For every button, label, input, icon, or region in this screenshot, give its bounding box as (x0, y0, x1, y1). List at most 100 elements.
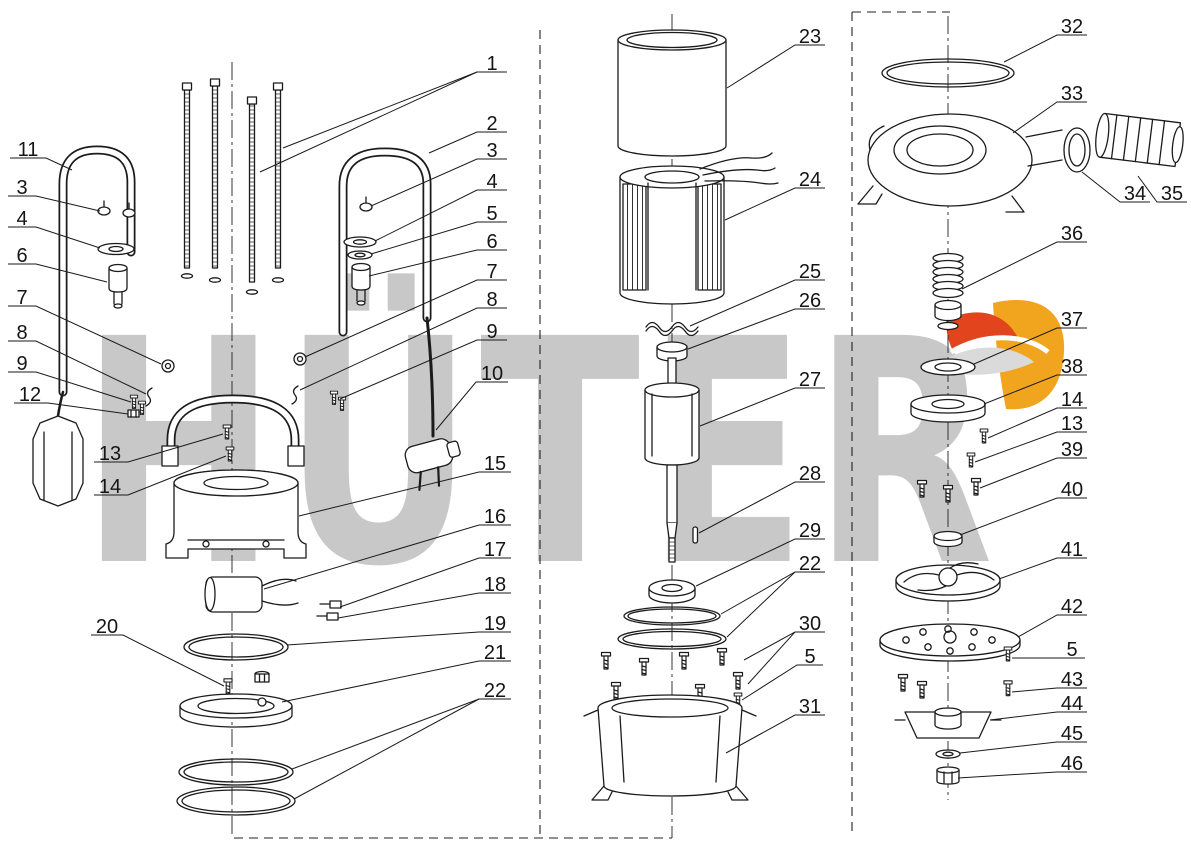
bail-handle (161, 394, 305, 467)
callout-number: 2 (486, 113, 497, 135)
callout-40-49: 40 (959, 479, 1087, 536)
callout-20-10: 20 (91, 616, 225, 687)
leader-line (741, 664, 823, 701)
leader-line (435, 381, 508, 431)
callout-number: 21 (484, 642, 506, 664)
leader-line (94, 455, 227, 496)
callout-23-28: 23 (726, 26, 825, 89)
callout-number: 24 (799, 169, 821, 191)
callout-12-7: 12 (14, 384, 129, 415)
callout-number: 19 (484, 613, 506, 635)
assembly-right (857, 58, 1184, 785)
callout-17-23: 17 (339, 539, 511, 608)
callout-number: 15 (484, 453, 506, 475)
part-11-handle (56, 145, 136, 418)
part-31-pump-body (583, 694, 757, 801)
callout-24-29: 24 (724, 169, 825, 221)
callout-5-52: 5 (1012, 639, 1085, 661)
leader-line (1011, 687, 1087, 693)
callout-number: 36 (1061, 223, 1083, 245)
part-7-grommets (161, 352, 307, 373)
callout-number: 8 (16, 322, 27, 344)
part-5-washer-right (347, 250, 373, 260)
leader-line (286, 631, 511, 646)
callout-number: 6 (16, 245, 27, 267)
callout-number: 45 (1061, 723, 1083, 745)
callout-number: 40 (1061, 479, 1083, 501)
callout-15-21: 15 (298, 453, 511, 517)
part-43-screw (1003, 680, 1013, 697)
part-33-volute-cover (857, 113, 1063, 213)
part-10-plug (404, 438, 461, 491)
leader-line (298, 471, 511, 517)
callout-number: 20 (96, 616, 118, 638)
leader-line (983, 374, 1087, 405)
leader-line (8, 340, 147, 395)
leader-line (8, 305, 162, 365)
callout-44-54: 44 (989, 693, 1087, 721)
leader-line (725, 714, 825, 754)
callout-22-35: 22 (720, 553, 825, 638)
callout-number: 9 (486, 321, 497, 343)
callout-3-13: 3 (370, 140, 507, 207)
leader-line (374, 189, 507, 242)
leader-line (10, 157, 73, 171)
callout-number: 4 (16, 208, 27, 230)
callout-4-14: 4 (374, 171, 507, 242)
power-cord (425, 316, 435, 438)
leader-line (1012, 101, 1087, 134)
leader-line (263, 524, 511, 590)
part-26-spacer (656, 341, 688, 362)
callout-number: 10 (481, 363, 503, 385)
callout-number: 6 (486, 231, 497, 253)
leader-line (973, 327, 1087, 365)
leader-line (1017, 614, 1087, 638)
part-15-top-cover (165, 469, 307, 559)
callout-number: 39 (1061, 439, 1083, 461)
leader-line (370, 221, 507, 255)
callout-number: 5 (1066, 639, 1077, 661)
leader-line (961, 241, 1087, 290)
callout-number: 13 (99, 443, 121, 465)
callout-7-4: 7 (8, 287, 162, 365)
callout-19-25: 19 (286, 613, 511, 646)
leader-line (989, 711, 1087, 721)
callout-number: 28 (799, 463, 821, 485)
callout-32-39: 32 (1003, 16, 1087, 63)
callout-4-2: 4 (8, 208, 101, 249)
callout-number: 31 (799, 696, 821, 718)
leader-line (695, 538, 825, 587)
mount-screws (897, 673, 928, 699)
part-6-cable-gland-right (351, 262, 371, 306)
callout-number: 23 (799, 26, 821, 48)
leader-line (337, 592, 511, 619)
callout-26-31: 26 (687, 290, 825, 350)
part-29-bearing (648, 579, 696, 604)
callout-number: 5 (804, 646, 815, 668)
part-25-wave-washer (645, 321, 699, 337)
assembly-middle (583, 29, 779, 801)
callout-30-36: 30 (743, 613, 825, 685)
callout-number: 17 (484, 539, 506, 561)
callout-number: 22 (799, 553, 821, 575)
callout-27-32: 27 (699, 369, 825, 427)
callout-number: 14 (99, 476, 121, 498)
part-46-nut (936, 766, 960, 785)
leader-line (291, 698, 511, 770)
leader-line (259, 71, 478, 173)
part-41-impeller (895, 562, 1001, 602)
callout-layer: 1134678912131420123456789101516171819212… (8, 16, 1187, 800)
callout-11-0: 11 (10, 139, 73, 171)
watermark-layer: HÜTER (80, 270, 993, 634)
callout-number: 18 (484, 574, 506, 596)
part-28-key (692, 526, 699, 544)
leader-line (998, 557, 1087, 580)
callout-10-20: 10 (435, 363, 508, 431)
callout-3-1: 3 (8, 177, 101, 212)
logo-red-shape (946, 312, 1020, 351)
callout-38-45: 38 (983, 356, 1087, 405)
callout-number: 3 (486, 140, 497, 162)
callout-number: 12 (19, 384, 41, 406)
callout-number: 27 (799, 369, 821, 391)
callout-42-51: 42 (1017, 596, 1087, 638)
